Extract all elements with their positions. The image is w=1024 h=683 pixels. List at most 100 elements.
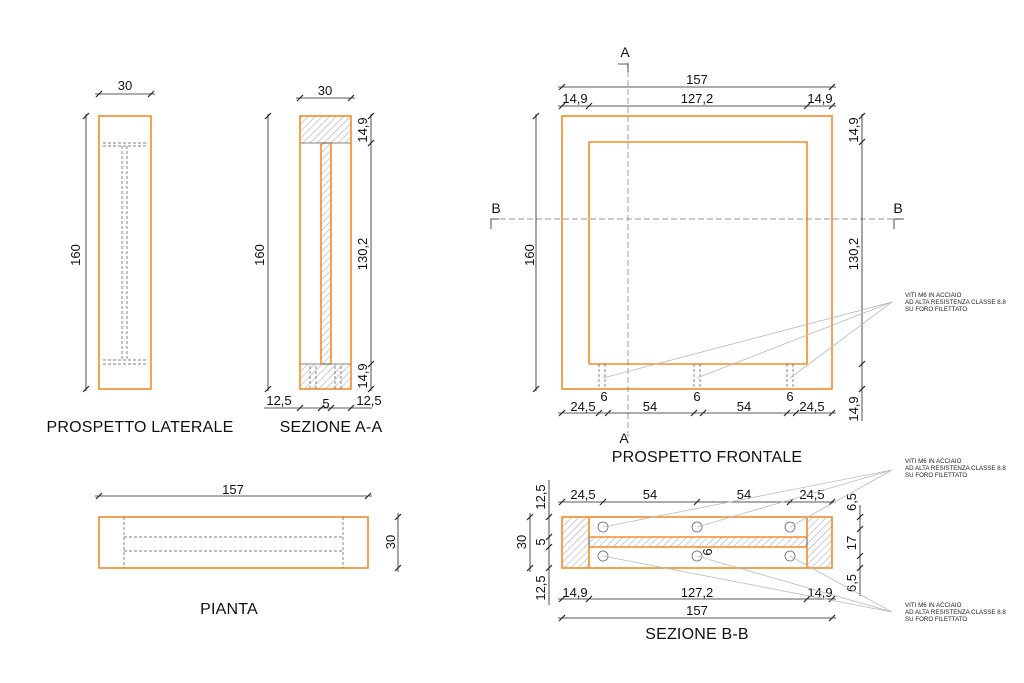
section-aa-right-dimensions: 14,9 130,2 14,9 [355,112,375,393]
dim-text: 6 [693,389,700,404]
dim-text: 24,5 [799,399,824,414]
dim-text: 157 [686,603,708,618]
section-bb-top-dimensions: 24,5 54 54 24,5 [558,487,836,506]
cut-label-b-left: B [491,200,500,216]
side-view-outline [98,115,152,390]
dim-text: 12,5 [356,393,381,408]
section-bb: 24,5 54 54 24,5 14,9 127,2 14,9 157 30 1… [514,458,1006,643]
front-screw-holes [598,364,794,389]
dim-text: 30 [318,83,332,98]
note-line: SU FORO FILETTATO [905,472,967,479]
dim-text: 160 [68,244,83,266]
front-screw-note: VITI M6 IN ACCIAIO AD ALTA RESISTENZA CL… [602,292,1006,379]
dim-text: 5 [322,396,329,411]
dim-text: 30 [514,535,529,549]
dim-text: 157 [222,482,244,497]
dim-text: 14,9 [562,91,587,106]
front-right-dimensions: 14,9 130,2 14,9 [846,112,866,422]
dim-text: 54 [643,487,657,502]
plan-outline [98,516,369,569]
section-aa-bottom-dimensions: 12,5 5 12,5 [264,393,382,412]
side-view-width-dimension: 30 [95,78,155,98]
dim-text: 30 [383,535,398,549]
dim-text: 14,9 [562,585,587,600]
section-bb-outline [561,516,833,569]
section-aa-web-edges [320,143,332,364]
side-view: 30 160 PROSPETTO LATERALE [46,78,233,436]
section-aa-height-dimension: 160 [252,112,272,393]
dim-text: 14,9 [355,117,370,142]
cut-label-b-right: B [893,200,902,216]
dim-text: 12,5 [533,484,548,509]
dim-text: 6 [786,389,793,404]
section-aa-outline [299,115,352,390]
side-view-hidden-lines [103,142,147,365]
plan-width-dimension: 30 [383,513,402,572]
note-line: SU FORO FILETTATO [905,616,967,623]
dim-text: 24,5 [570,399,595,414]
note-line: SU FORO FILETTATO [905,306,967,313]
dim-text: 160 [252,244,267,266]
front-top-dimensions: 157 14,9 127,2 14,9 [558,72,836,110]
cut-label-a-bottom: A [619,430,629,446]
dim-text: 160 [522,244,537,266]
section-bb-left-end [561,516,590,569]
front-inner-outline [588,141,808,365]
title-section-aa: SEZIONE A-A [280,419,383,436]
dim-text: 17 [844,536,859,550]
plan-length-dimension: 157 [95,482,372,500]
dim-text: 14,9 [807,91,832,106]
section-bb-left-dimensions: 30 12,5 5 12,5 [514,480,553,605]
dim-text: 130,2 [355,238,370,271]
section-bb-right-dimensions: 6,5 17 6,5 [844,493,864,596]
dim-text: 157 [686,72,708,87]
front-outer-outline [561,115,833,390]
section-aa-top-flange [299,115,352,144]
section-aa-bottom-flange [299,363,352,390]
dim-text: 14,9 [846,396,861,421]
front-bottom-dimensions: 24,5 6 54 6 54 6 24,5 [558,389,836,417]
section-bb-note-bottom: VITI M6 IN ACCIAIO AD ALTA RESISTENZA CL… [602,555,1006,623]
dim-text: 12,5 [266,393,291,408]
plan-hidden-lines [123,517,344,568]
dim-text: 6 [700,548,715,555]
section-aa-screw-holes [309,366,342,389]
note-line: AD ALTA RESISTENZA CLASSE 8.8 [905,465,1006,472]
dim-text: 14,9 [807,585,832,600]
section-bb-bottom-dimensions: 14,9 127,2 14,9 157 [558,585,836,622]
dim-text: 24,5 [799,487,824,502]
section-bb-right-end [806,516,833,569]
front-section-lines: A A B B [490,44,904,446]
dim-text: 130,2 [846,238,861,271]
dim-text: 12,5 [533,575,548,600]
section-aa-width-dimension: 30 [296,83,355,102]
dim-text: 14,9 [355,363,370,388]
front-view: A A B B 157 14,9 127,2 14,9 160 14,9 130… [490,44,1006,466]
plan-view: 157 30 PIANTA [95,482,402,618]
dim-text: 30 [118,78,132,93]
note-line: VITI M6 IN ACCIAIO [905,458,962,465]
title-front-view: PROSPETTO FRONTALE [612,449,803,466]
section-bb-web [588,536,808,548]
side-view-height-dimension: 160 [68,112,90,393]
dim-text: 14,9 [846,117,861,142]
front-left-dimension: 160 [522,112,540,393]
dim-text: 54 [737,487,751,502]
dim-text: 6,5 [844,493,859,511]
note-line: AD ALTA RESISTENZA CLASSE 8.8 [905,299,1006,306]
section-bb-inner-edges [588,517,808,568]
dim-text: 54 [643,399,657,414]
dim-text: 127,2 [681,91,714,106]
title-plan: PIANTA [200,601,258,618]
dim-text: 6 [600,389,607,404]
section-aa-web [320,142,332,365]
section-aa: 30 160 14,9 130,2 14,9 12,5 5 12,5 SEZIO… [252,83,382,436]
title-section-bb: SEZIONE B-B [645,626,749,643]
note-line: VITI M6 IN ACCIAIO [905,292,962,299]
title-side-view: PROSPETTO LATERALE [46,419,233,436]
note-line: VITI M6 IN ACCIAIO [905,602,962,609]
dim-text: 127,2 [681,585,714,600]
dim-text: 5 [533,538,548,545]
section-bb-note-top: VITI M6 IN ACCIAIO AD ALTA RESISTENZA CL… [602,458,1006,528]
